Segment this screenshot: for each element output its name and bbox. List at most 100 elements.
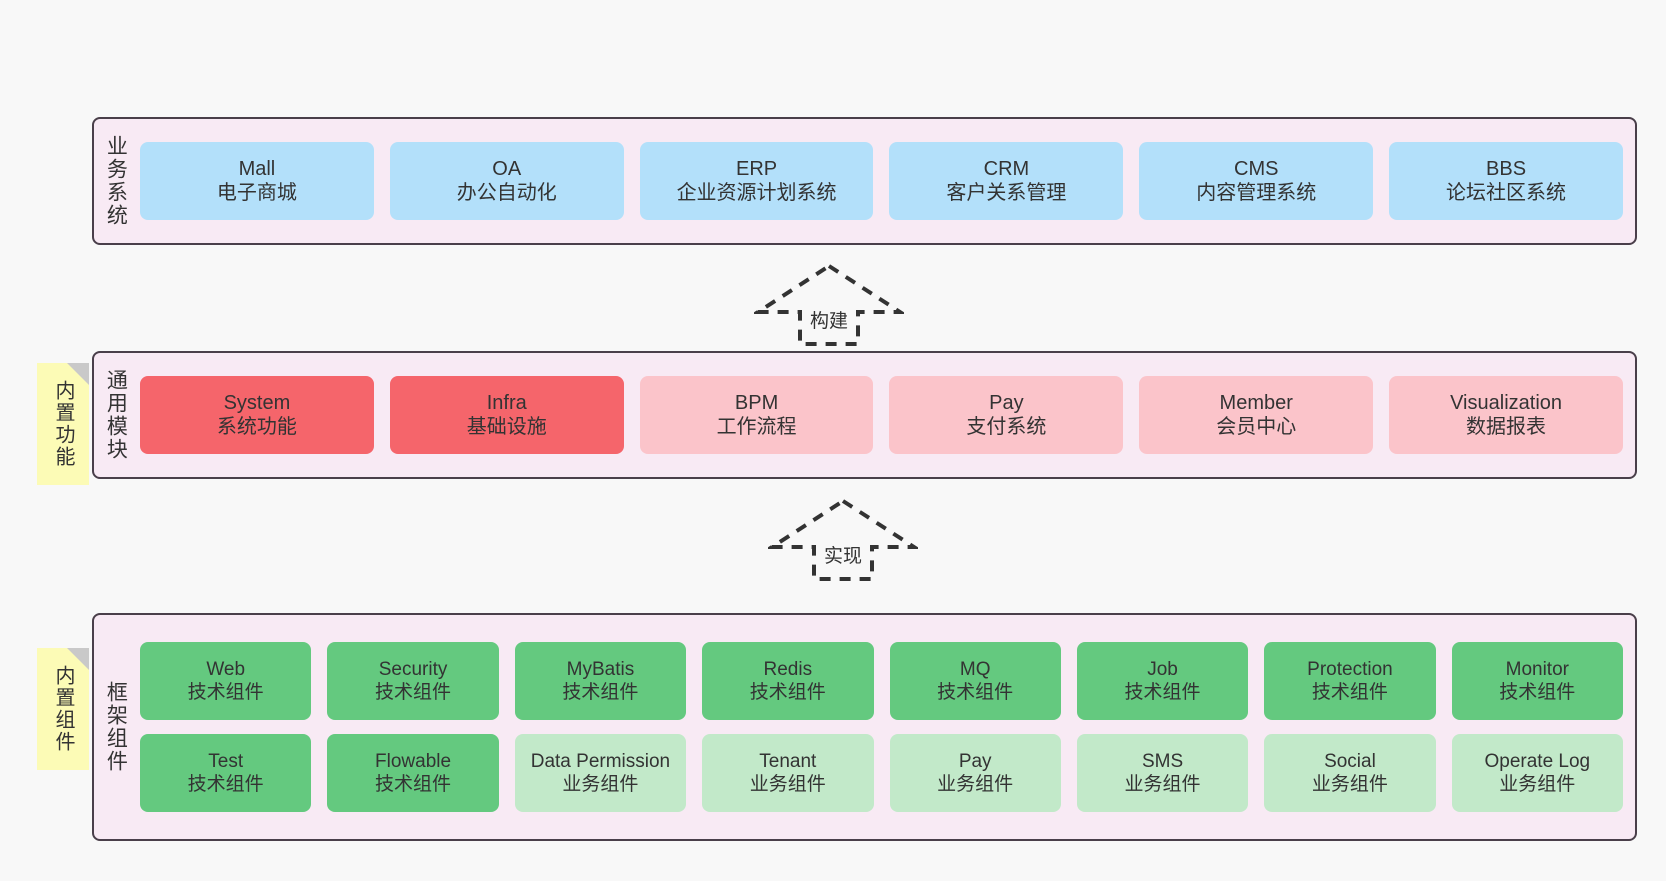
component-card-name: OA [492, 157, 522, 180]
component-card-name: Security [378, 658, 448, 680]
component-card-desc: 业务组件 [937, 774, 1014, 795]
builtin-feature-note: 内置功能 [37, 363, 89, 485]
component-card-name: BBS [1486, 157, 1527, 180]
component-card-name: CRM [983, 157, 1030, 180]
component-card-desc: 数据报表 [1466, 416, 1547, 438]
component-card-name: Visualization [1450, 391, 1563, 414]
component-card-desc: 业务组件 [1499, 774, 1576, 795]
framework-component-title: 框架组件 [104, 681, 128, 773]
common-module-title: 通用模块 [104, 369, 128, 461]
component-card-name: Test [208, 750, 244, 772]
component-card-name: Web [206, 658, 246, 680]
component-card-desc: 企业资源计划系统 [676, 182, 837, 204]
component-card-desc: 支付系统 [966, 416, 1047, 438]
component-card-name: Pay [989, 391, 1024, 414]
component-card-name: Infra [486, 391, 527, 414]
component-card-desc: 电子商城 [216, 182, 297, 204]
component-card-desc: 技术组件 [375, 682, 452, 703]
implement-arrow: 实现 [768, 497, 918, 583]
component-card-name: Social [1324, 750, 1376, 772]
component-card-name: MyBatis [566, 658, 635, 680]
build-arrow-label: 构建 [809, 311, 848, 332]
component-card-desc: 基础设施 [466, 416, 547, 438]
component-card-desc: 办公自动化 [456, 182, 557, 204]
component-card-name: Tenant [759, 750, 817, 772]
component-card-desc: 业务组件 [1311, 774, 1388, 795]
component-card-name: Protection [1307, 658, 1393, 680]
component-card-name: Monitor [1505, 658, 1569, 680]
component-card-desc: 技术组件 [937, 682, 1014, 703]
builtin-component-note: 内置组件 [37, 648, 89, 770]
build-arrow: 构建 [754, 262, 904, 348]
component-card-name: Pay [958, 750, 992, 772]
component-card-name: Job [1147, 658, 1178, 680]
component-card-desc: 技术组件 [1499, 682, 1576, 703]
component-card-name: Mall [238, 157, 276, 180]
component-card-desc: 技术组件 [562, 682, 639, 703]
component-card-name: Flowable [375, 750, 452, 772]
component-card-name: SMS [1141, 750, 1184, 772]
component-card-name: System [223, 391, 291, 414]
component-card-desc: 内容管理系统 [1196, 182, 1317, 204]
business-system-title: 业务系统 [104, 135, 128, 227]
component-card-name: Data Permission [530, 750, 671, 772]
component-card-name: Member [1219, 391, 1293, 414]
component-card-desc: 客户关系管理 [946, 182, 1067, 204]
component-card-desc: 技术组件 [375, 774, 452, 795]
component-card-desc: 技术组件 [187, 682, 264, 703]
component-card-desc: 技术组件 [749, 682, 826, 703]
component-card-desc: 会员中心 [1216, 416, 1297, 438]
component-card-name: Redis [763, 658, 813, 680]
component-card-desc: 技术组件 [1124, 682, 1201, 703]
component-card-name: Operate Log [1484, 750, 1591, 772]
component-card-desc: 业务组件 [1124, 774, 1201, 795]
component-card-desc: 工作流程 [716, 416, 797, 438]
component-card-desc: 业务组件 [749, 774, 826, 795]
component-card-desc: 技术组件 [1311, 682, 1388, 703]
component-card-desc: 技术组件 [187, 774, 264, 795]
component-card-desc: 论坛社区系统 [1446, 182, 1567, 204]
component-card-desc: 系统功能 [216, 416, 297, 438]
component-card-name: MQ [959, 658, 991, 680]
implement-arrow-label: 实现 [823, 546, 862, 567]
component-card-desc: 业务组件 [562, 774, 639, 795]
component-card-name: CMS [1234, 157, 1279, 180]
